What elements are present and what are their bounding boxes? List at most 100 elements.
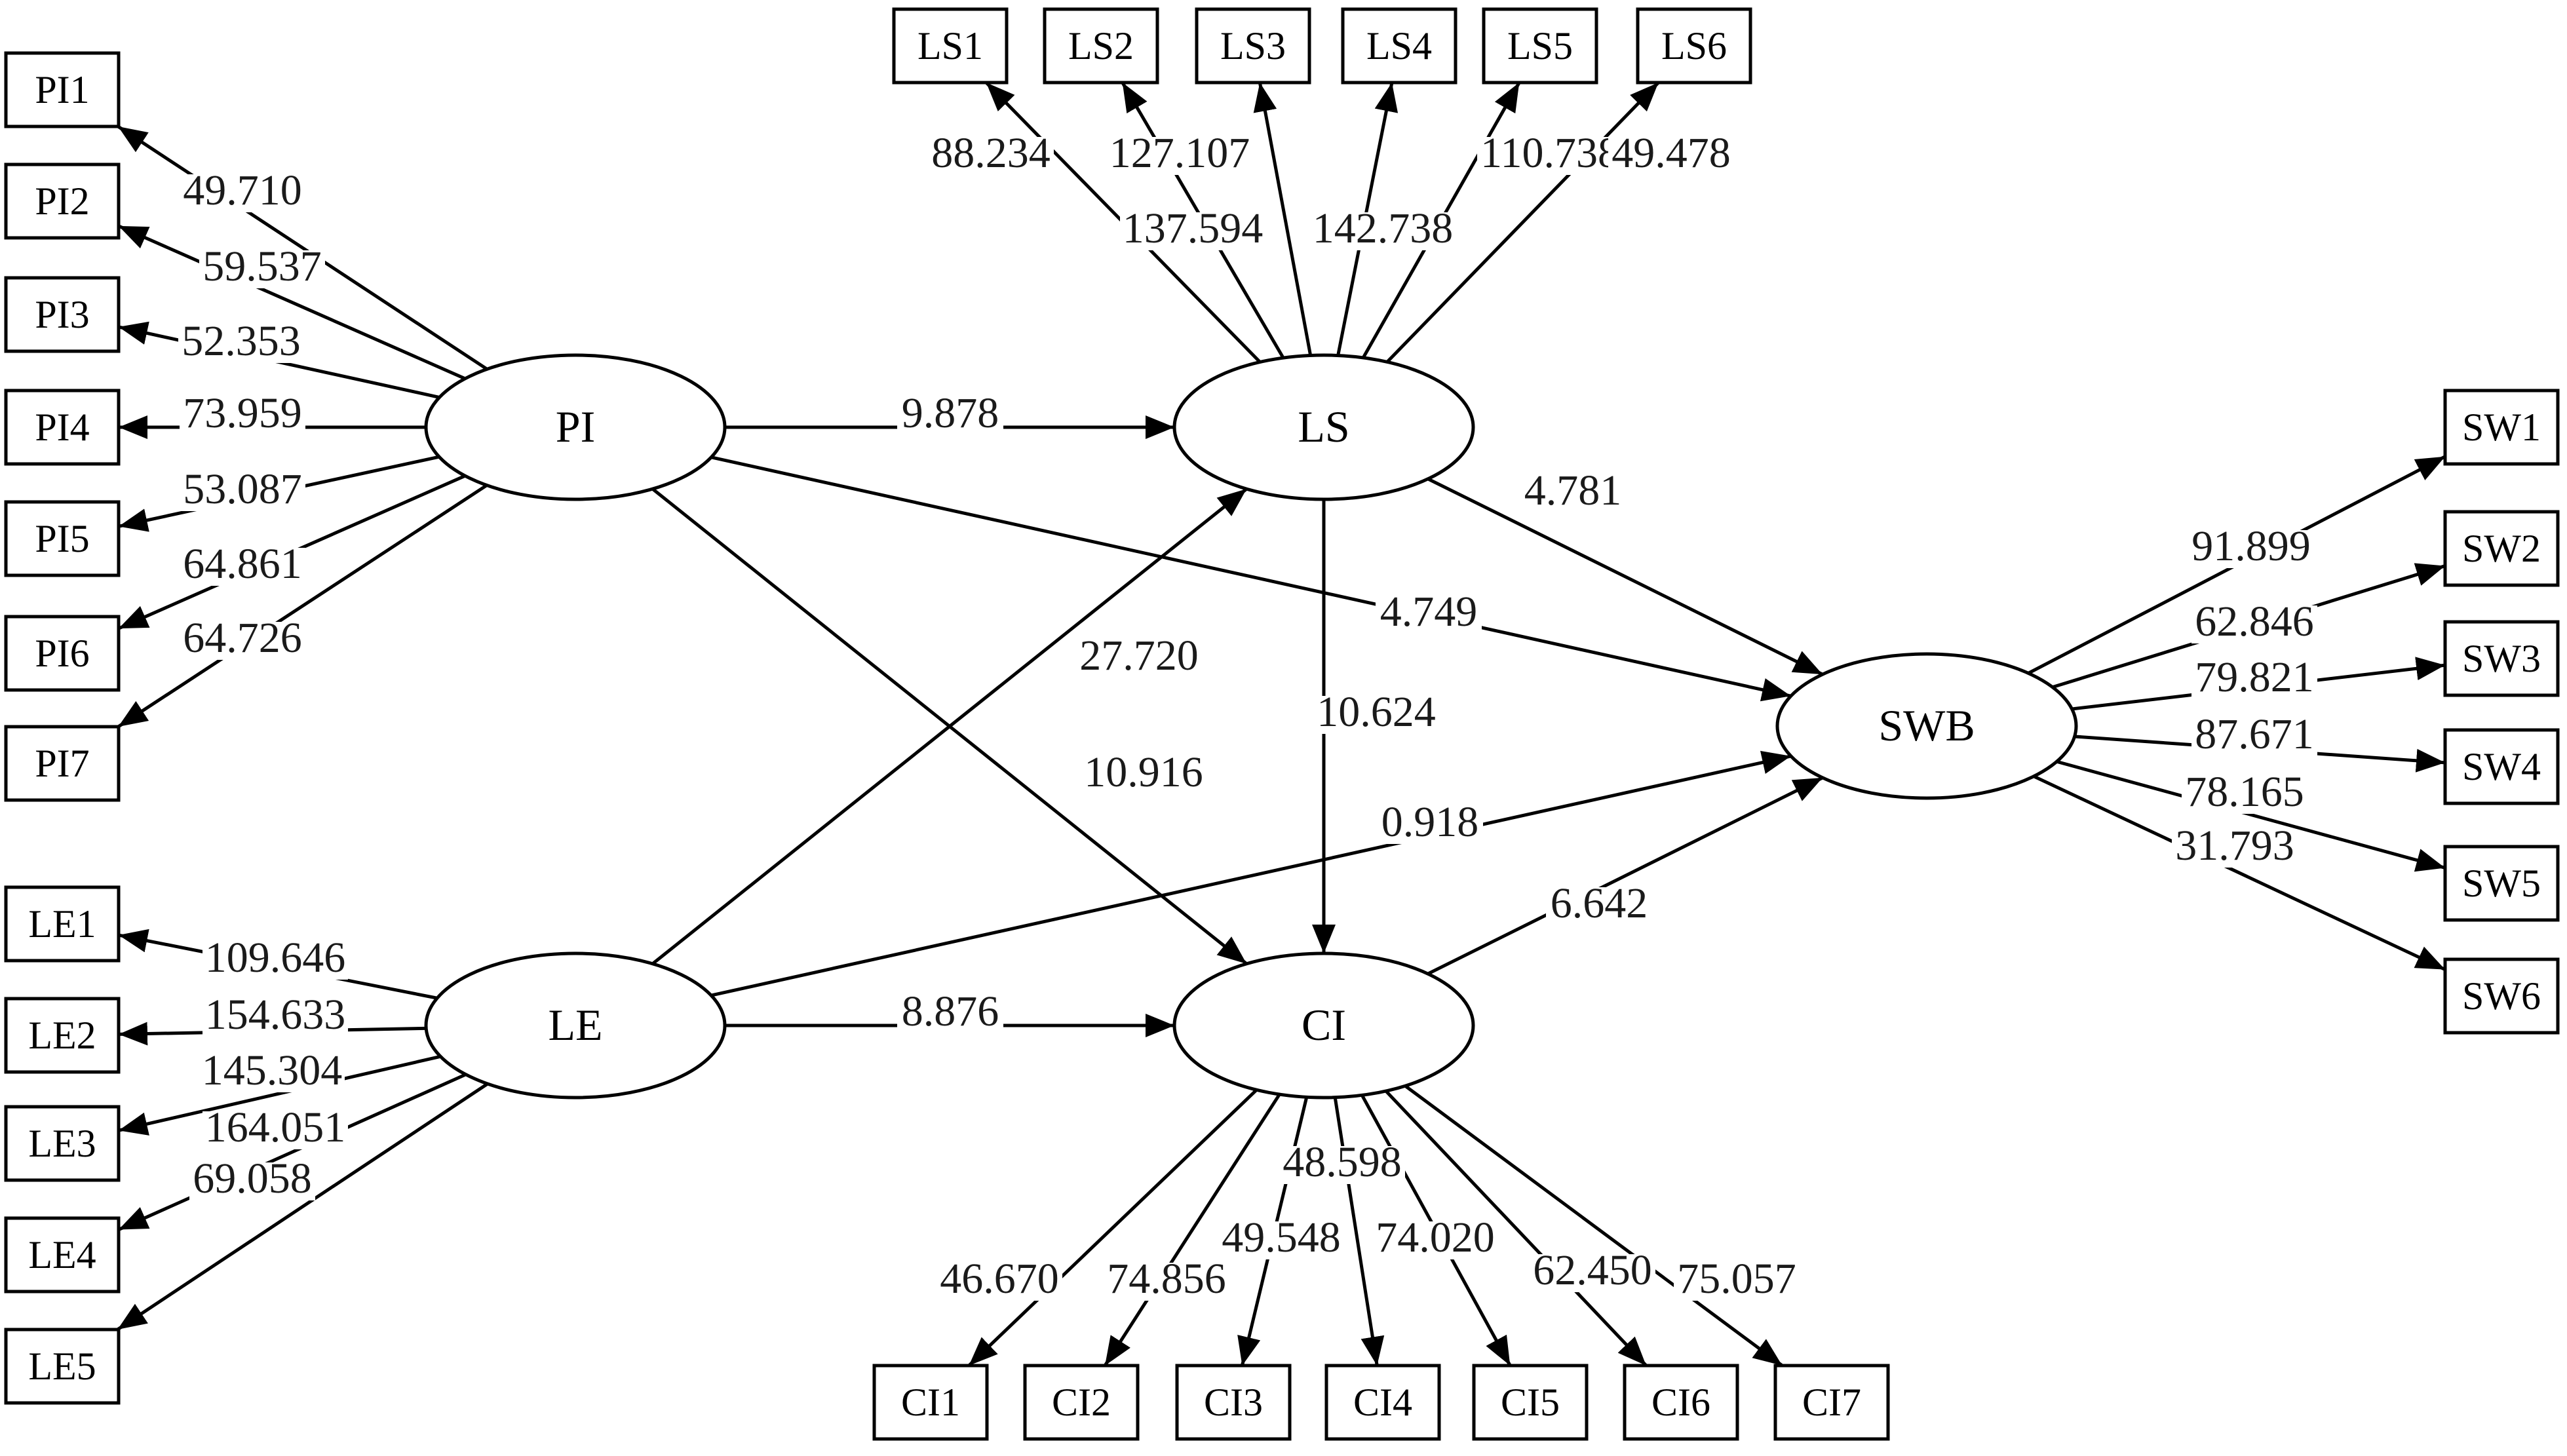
loading-sw4-label: 87.671 bbox=[2195, 710, 2314, 758]
loading-ls6-label: 49.478 bbox=[1612, 129, 1731, 177]
indicator-sw2[interactable]: SW2 bbox=[2443, 510, 2560, 587]
indicator-label: SW3 bbox=[2462, 637, 2541, 680]
indicator-pi2[interactable]: PI2 bbox=[4, 163, 121, 240]
loading-pi2-label: 59.537 bbox=[203, 242, 322, 290]
indicator-pi3[interactable]: PI3 bbox=[4, 276, 121, 353]
path-ci-swb-label: 6.642 bbox=[1551, 879, 1648, 927]
indicator-sw4[interactable]: SW4 bbox=[2443, 728, 2560, 805]
indicator-pi1[interactable]: PI1 bbox=[4, 51, 121, 128]
loading-ci4-label-bg bbox=[1279, 1146, 1405, 1184]
construct-swb[interactable]: SWB bbox=[1775, 652, 2078, 800]
loading-ci2-label: 74.856 bbox=[1107, 1255, 1226, 1303]
indicator-box bbox=[2443, 957, 2560, 1035]
indicator-box bbox=[1175, 1364, 1292, 1441]
loading-ci7-label: 75.057 bbox=[1677, 1255, 1796, 1303]
loading-ls2-label-bg bbox=[1107, 137, 1252, 175]
path-pi-swb-label-bg bbox=[1376, 596, 1482, 634]
indicator-box bbox=[4, 1328, 121, 1405]
indicator-box bbox=[1773, 1364, 1890, 1441]
indicator-label: SW2 bbox=[2462, 527, 2541, 570]
indicator-pi6[interactable]: PI6 bbox=[4, 615, 121, 692]
loading-le4-label-bg bbox=[203, 1111, 348, 1149]
construct-pi[interactable]: PI bbox=[424, 353, 727, 501]
loading-arrow-le3 bbox=[118, 1054, 441, 1136]
indicator-box bbox=[4, 1105, 121, 1182]
loading-arrow-le5 bbox=[116, 1082, 489, 1331]
path-pi-swb-label: 4.749 bbox=[1380, 588, 1478, 636]
indicator-sw1[interactable]: SW1 bbox=[2443, 389, 2560, 466]
loading-ls5-label: 110.738 bbox=[1480, 129, 1619, 177]
indicator-ls6[interactable]: LS6 bbox=[1636, 7, 1752, 85]
loading-ci3-label-bg bbox=[1218, 1221, 1344, 1259]
path-ls-swb-label: 4.781 bbox=[1524, 467, 1622, 514]
indicator-ci6[interactable]: CI6 bbox=[1623, 1364, 1739, 1441]
indicator-le4[interactable]: LE4 bbox=[4, 1216, 121, 1293]
indicator-sw3[interactable]: SW3 bbox=[2443, 620, 2560, 697]
construct-ci[interactable]: CI bbox=[1172, 951, 1475, 1100]
loading-arrow-ci1 bbox=[967, 1088, 1258, 1367]
indicator-ci4[interactable]: CI4 bbox=[1324, 1364, 1441, 1441]
indicator-le2[interactable]: LE2 bbox=[4, 997, 121, 1074]
loading-sw1-label: 91.899 bbox=[2191, 522, 2311, 570]
construct-le[interactable]: LE bbox=[424, 951, 727, 1100]
loading-arrow-le4 bbox=[117, 1073, 467, 1231]
loading-sw3-label-bg bbox=[2191, 661, 2317, 699]
loading-pi1-label-bg bbox=[180, 174, 305, 212]
indicator-ls5[interactable]: LS5 bbox=[1482, 7, 1598, 85]
loading-sw6-label: 31.793 bbox=[2175, 822, 2294, 870]
loading-arrow-sw5 bbox=[2056, 759, 2446, 872]
loading-pi2-label-bg bbox=[199, 250, 325, 288]
construct-label: LS bbox=[1298, 402, 1349, 451]
indicator-box bbox=[1482, 7, 1598, 85]
loading-pi5-label-bg bbox=[180, 473, 305, 511]
construct-label: PI bbox=[556, 402, 595, 451]
indicator-box bbox=[4, 997, 121, 1074]
indicator-box bbox=[4, 500, 121, 577]
path-ls-ci-label-bg bbox=[1313, 696, 1439, 734]
indicator-ci5[interactable]: CI5 bbox=[1472, 1364, 1589, 1441]
indicator-box bbox=[1341, 7, 1457, 85]
indicator-ci1[interactable]: CI1 bbox=[872, 1364, 989, 1441]
construct-ellipse bbox=[1172, 353, 1475, 501]
indicator-box bbox=[1043, 7, 1159, 85]
indicator-box bbox=[1472, 1364, 1589, 1441]
loading-le2-label: 154.633 bbox=[205, 991, 346, 1039]
indicator-le1[interactable]: LE1 bbox=[4, 885, 121, 963]
loading-le5-label: 69.058 bbox=[193, 1155, 312, 1202]
indicator-pi7[interactable]: PI7 bbox=[4, 725, 121, 802]
indicator-label: CI5 bbox=[1501, 1381, 1560, 1424]
construct-ls[interactable]: LS bbox=[1172, 353, 1475, 501]
indicator-ls1[interactable]: LS1 bbox=[892, 7, 1009, 85]
indicator-label: PI1 bbox=[35, 68, 89, 111]
indicator-box bbox=[4, 615, 121, 692]
indicator-label: LS5 bbox=[1507, 24, 1573, 67]
indicator-sw6[interactable]: SW6 bbox=[2443, 957, 2560, 1035]
loading-pi4-label-bg bbox=[180, 397, 305, 435]
indicator-ls2[interactable]: LS2 bbox=[1043, 7, 1159, 85]
indicator-ls3[interactable]: LS3 bbox=[1195, 7, 1311, 85]
indicator-ls4[interactable]: LS4 bbox=[1341, 7, 1457, 85]
indicator-sw5[interactable]: SW5 bbox=[2443, 845, 2560, 922]
indicator-pi4[interactable]: PI4 bbox=[4, 389, 121, 466]
indicator-ci2[interactable]: CI2 bbox=[1023, 1364, 1140, 1441]
indicator-le5[interactable]: LE5 bbox=[4, 1328, 121, 1405]
indicator-label: LE3 bbox=[28, 1122, 96, 1165]
path-pi-ci-label-bg bbox=[1081, 756, 1206, 794]
loading-arrow-ls6 bbox=[1385, 81, 1660, 364]
construct-label: SWB bbox=[1878, 700, 1975, 750]
construct-label: LE bbox=[548, 1000, 602, 1050]
loading-ci6-label: 62.450 bbox=[1533, 1246, 1652, 1294]
indicator-ci3[interactable]: CI3 bbox=[1175, 1364, 1292, 1441]
indicator-box bbox=[1623, 1364, 1739, 1441]
loading-arrow-ci6 bbox=[1385, 1090, 1648, 1367]
indicator-box bbox=[4, 51, 121, 128]
indicator-label: LE4 bbox=[28, 1233, 96, 1276]
indicator-pi5[interactable]: PI5 bbox=[4, 500, 121, 577]
indicator-label: PI7 bbox=[35, 742, 89, 785]
indicator-ci7[interactable]: CI7 bbox=[1773, 1364, 1890, 1441]
path-le-ci-label: 8.876 bbox=[902, 987, 999, 1035]
indicator-le3[interactable]: LE3 bbox=[4, 1105, 121, 1182]
indicator-label: CI2 bbox=[1052, 1381, 1111, 1424]
